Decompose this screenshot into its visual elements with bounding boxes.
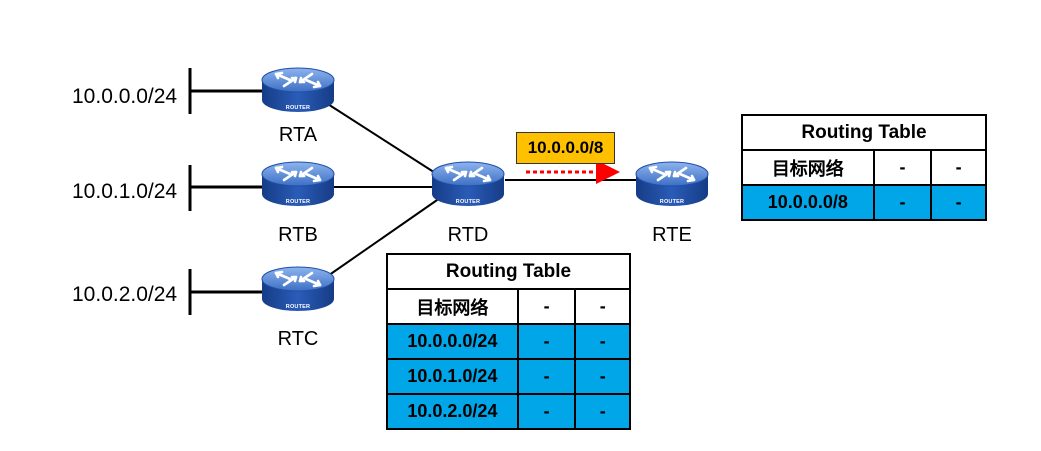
table-cell: - bbox=[574, 323, 631, 360]
table-cell: 10.0.1.0/24 bbox=[386, 358, 519, 395]
column-header: 目标网络 bbox=[741, 149, 875, 186]
table-cell: 10.0.0.0/8 bbox=[741, 184, 875, 221]
router-label-rtb: RTB bbox=[278, 224, 318, 246]
link-rta-rtd bbox=[319, 98, 441, 177]
router-caption: ROUTER bbox=[286, 304, 310, 310]
table-title: Routing Table bbox=[741, 114, 987, 151]
table-row: 10.0.2.0/24 - - bbox=[386, 393, 631, 430]
table-title: Routing Table bbox=[386, 253, 631, 290]
rte-routing-table: Routing Table 目标网络 - - 10.0.0.0/8 - - bbox=[741, 114, 987, 221]
table-cell: - bbox=[930, 184, 987, 221]
link-rtc-rtd bbox=[321, 197, 441, 281]
table-cell: - bbox=[872, 184, 933, 221]
router-rtb[interactable]: ROUTER bbox=[260, 160, 336, 208]
router-caption: ROUTER bbox=[286, 199, 310, 205]
table-row: 10.0.0.0/8 - - bbox=[741, 184, 987, 221]
rtd-routing-table: Routing Table 目标网络 - - 10.0.0.0/24 - - 1… bbox=[386, 253, 631, 430]
router-label-rtd: RTD bbox=[448, 224, 489, 246]
router-rta[interactable]: ROUTER bbox=[260, 66, 336, 114]
network-label-b: 10.0.1.0/24 bbox=[72, 180, 177, 203]
router-rtd[interactable]: ROUTER bbox=[430, 160, 506, 208]
router-caption: ROUTER bbox=[286, 105, 310, 111]
column-header: 目标网络 bbox=[386, 288, 519, 325]
table-cell: - bbox=[516, 358, 577, 395]
table-cell: - bbox=[516, 393, 577, 430]
table-cell: 10.0.0.0/24 bbox=[386, 323, 519, 360]
table-row: 10.0.1.0/24 - - bbox=[386, 358, 631, 395]
router-label-rtc: RTC bbox=[278, 328, 319, 350]
table-cell: 10.0.2.0/24 bbox=[386, 393, 519, 430]
router-rte[interactable]: ROUTER bbox=[634, 160, 710, 208]
router-caption: ROUTER bbox=[660, 199, 684, 205]
network-label-c: 10.0.2.0/24 bbox=[72, 283, 177, 306]
network-label-a: 10.0.0.0/24 bbox=[72, 85, 177, 108]
column-header: - bbox=[872, 149, 933, 186]
column-header: - bbox=[930, 149, 987, 186]
summary-route-badge: 10.0.0.0/8 bbox=[516, 132, 615, 164]
table-cell: - bbox=[574, 358, 631, 395]
column-header: - bbox=[574, 288, 631, 325]
table-row: 10.0.0.0/24 - - bbox=[386, 323, 631, 360]
router-rtc[interactable]: ROUTER bbox=[260, 265, 336, 313]
column-header: - bbox=[516, 288, 577, 325]
router-caption: ROUTER bbox=[456, 199, 480, 205]
table-cell: - bbox=[574, 393, 631, 430]
router-label-rte: RTE bbox=[652, 224, 692, 246]
router-label-rta: RTA bbox=[279, 124, 318, 146]
table-cell: - bbox=[516, 323, 577, 360]
